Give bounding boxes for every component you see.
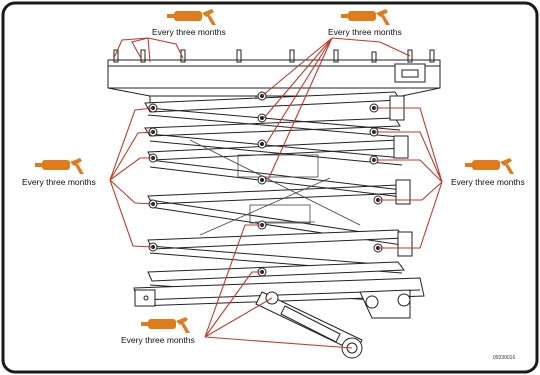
grease-gun-icon-right (465, 158, 514, 174)
right-end-brackets (389, 95, 413, 257)
platform-deck (107, 59, 441, 97)
callout-top-left: Every three months (152, 27, 226, 37)
scissor-lift-drawing (107, 49, 441, 359)
document-code: 09330016 (493, 355, 516, 361)
callout-right: Every three months (451, 177, 525, 187)
deck-posts (113, 49, 435, 63)
grease-gun-icon-top-left (167, 9, 216, 25)
callout-top-right: Every three months (328, 27, 402, 37)
callout-left: Every three months (22, 177, 96, 187)
base-chassis (133, 277, 425, 359)
cross-members (189, 139, 361, 236)
leader-lines (109, 37, 443, 349)
deck-box (394, 63, 426, 83)
grease-gun-icon-left (35, 158, 84, 174)
grease-gun-icon-bottom (141, 317, 190, 333)
grease-gun-icon-top-right (341, 9, 390, 25)
scissor-arms (144, 91, 405, 303)
callout-bottom: Every three months (121, 335, 195, 345)
